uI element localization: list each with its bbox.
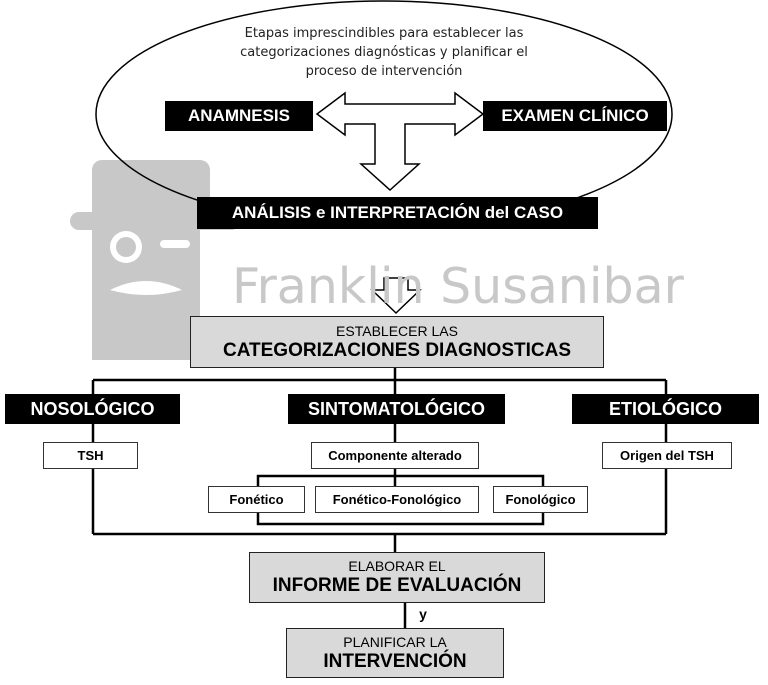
- intro-line-1: Etapas imprescindibles para establecer l…: [244, 26, 524, 41]
- informe-line-1: ELABORAR EL: [348, 558, 446, 574]
- anamnesis-label: ANAMNESIS: [165, 101, 313, 131]
- watermark-logo-icon: [70, 160, 240, 360]
- intervencion-box: PLANIFICAR LA INTERVENCIÓN: [286, 628, 504, 678]
- intervencion-line-2: INTERVENCIÓN: [323, 650, 467, 672]
- fonetico-fonologico-box: Fonético-Fonológico: [315, 486, 479, 513]
- intro-text: Etapas imprescindibles para establecer l…: [234, 24, 534, 81]
- nosologico-label: NOSOLÓGICO: [5, 394, 180, 424]
- examen-clinico-label: EXAMEN CLÍNICO: [483, 101, 667, 131]
- categorizaciones-line-1: ESTABLECER LAS: [336, 322, 458, 339]
- categorizaciones-box: ESTABLECER LAS CATEGORIZACIONES DIAGNOST…: [190, 316, 604, 368]
- down-arrow-icon: [370, 277, 422, 315]
- informe-box: ELABORAR EL INFORME DE EVALUACIÓN: [249, 552, 545, 603]
- componente-alterado-box: Componente alterado: [311, 442, 479, 469]
- informe-line-2: INFORME DE EVALUACIÓN: [272, 575, 522, 596]
- analisis-label: ANÁLISIS e INTERPRETACIÓN del CASO: [197, 197, 598, 229]
- etiologico-label: ETIOLÓGICO: [572, 394, 759, 424]
- tsh-box: TSH: [43, 442, 138, 469]
- fonetico-box: Fonético: [208, 486, 305, 513]
- origen-tsh-box: Origen del TSH: [602, 442, 732, 469]
- t-arrow-icon: [315, 91, 485, 192]
- sintomatologico-label: SINTOMATOLÓGICO: [288, 394, 505, 424]
- connector-y: y: [419, 606, 427, 622]
- connector-lines: [91, 368, 668, 628]
- categorizaciones-line-2: CATEGORIZACIONES DIAGNOSTICAS: [223, 339, 571, 361]
- intro-line-3: proceso de intervención: [305, 64, 463, 79]
- watermark-text: Franklin Susanibar: [232, 258, 684, 315]
- intervencion-line-1: PLANIFICAR LA: [343, 633, 447, 650]
- intro-line-2: categorizaciones diagnósticas y planific…: [240, 45, 528, 60]
- fonologico-box: Fonológico: [493, 486, 588, 513]
